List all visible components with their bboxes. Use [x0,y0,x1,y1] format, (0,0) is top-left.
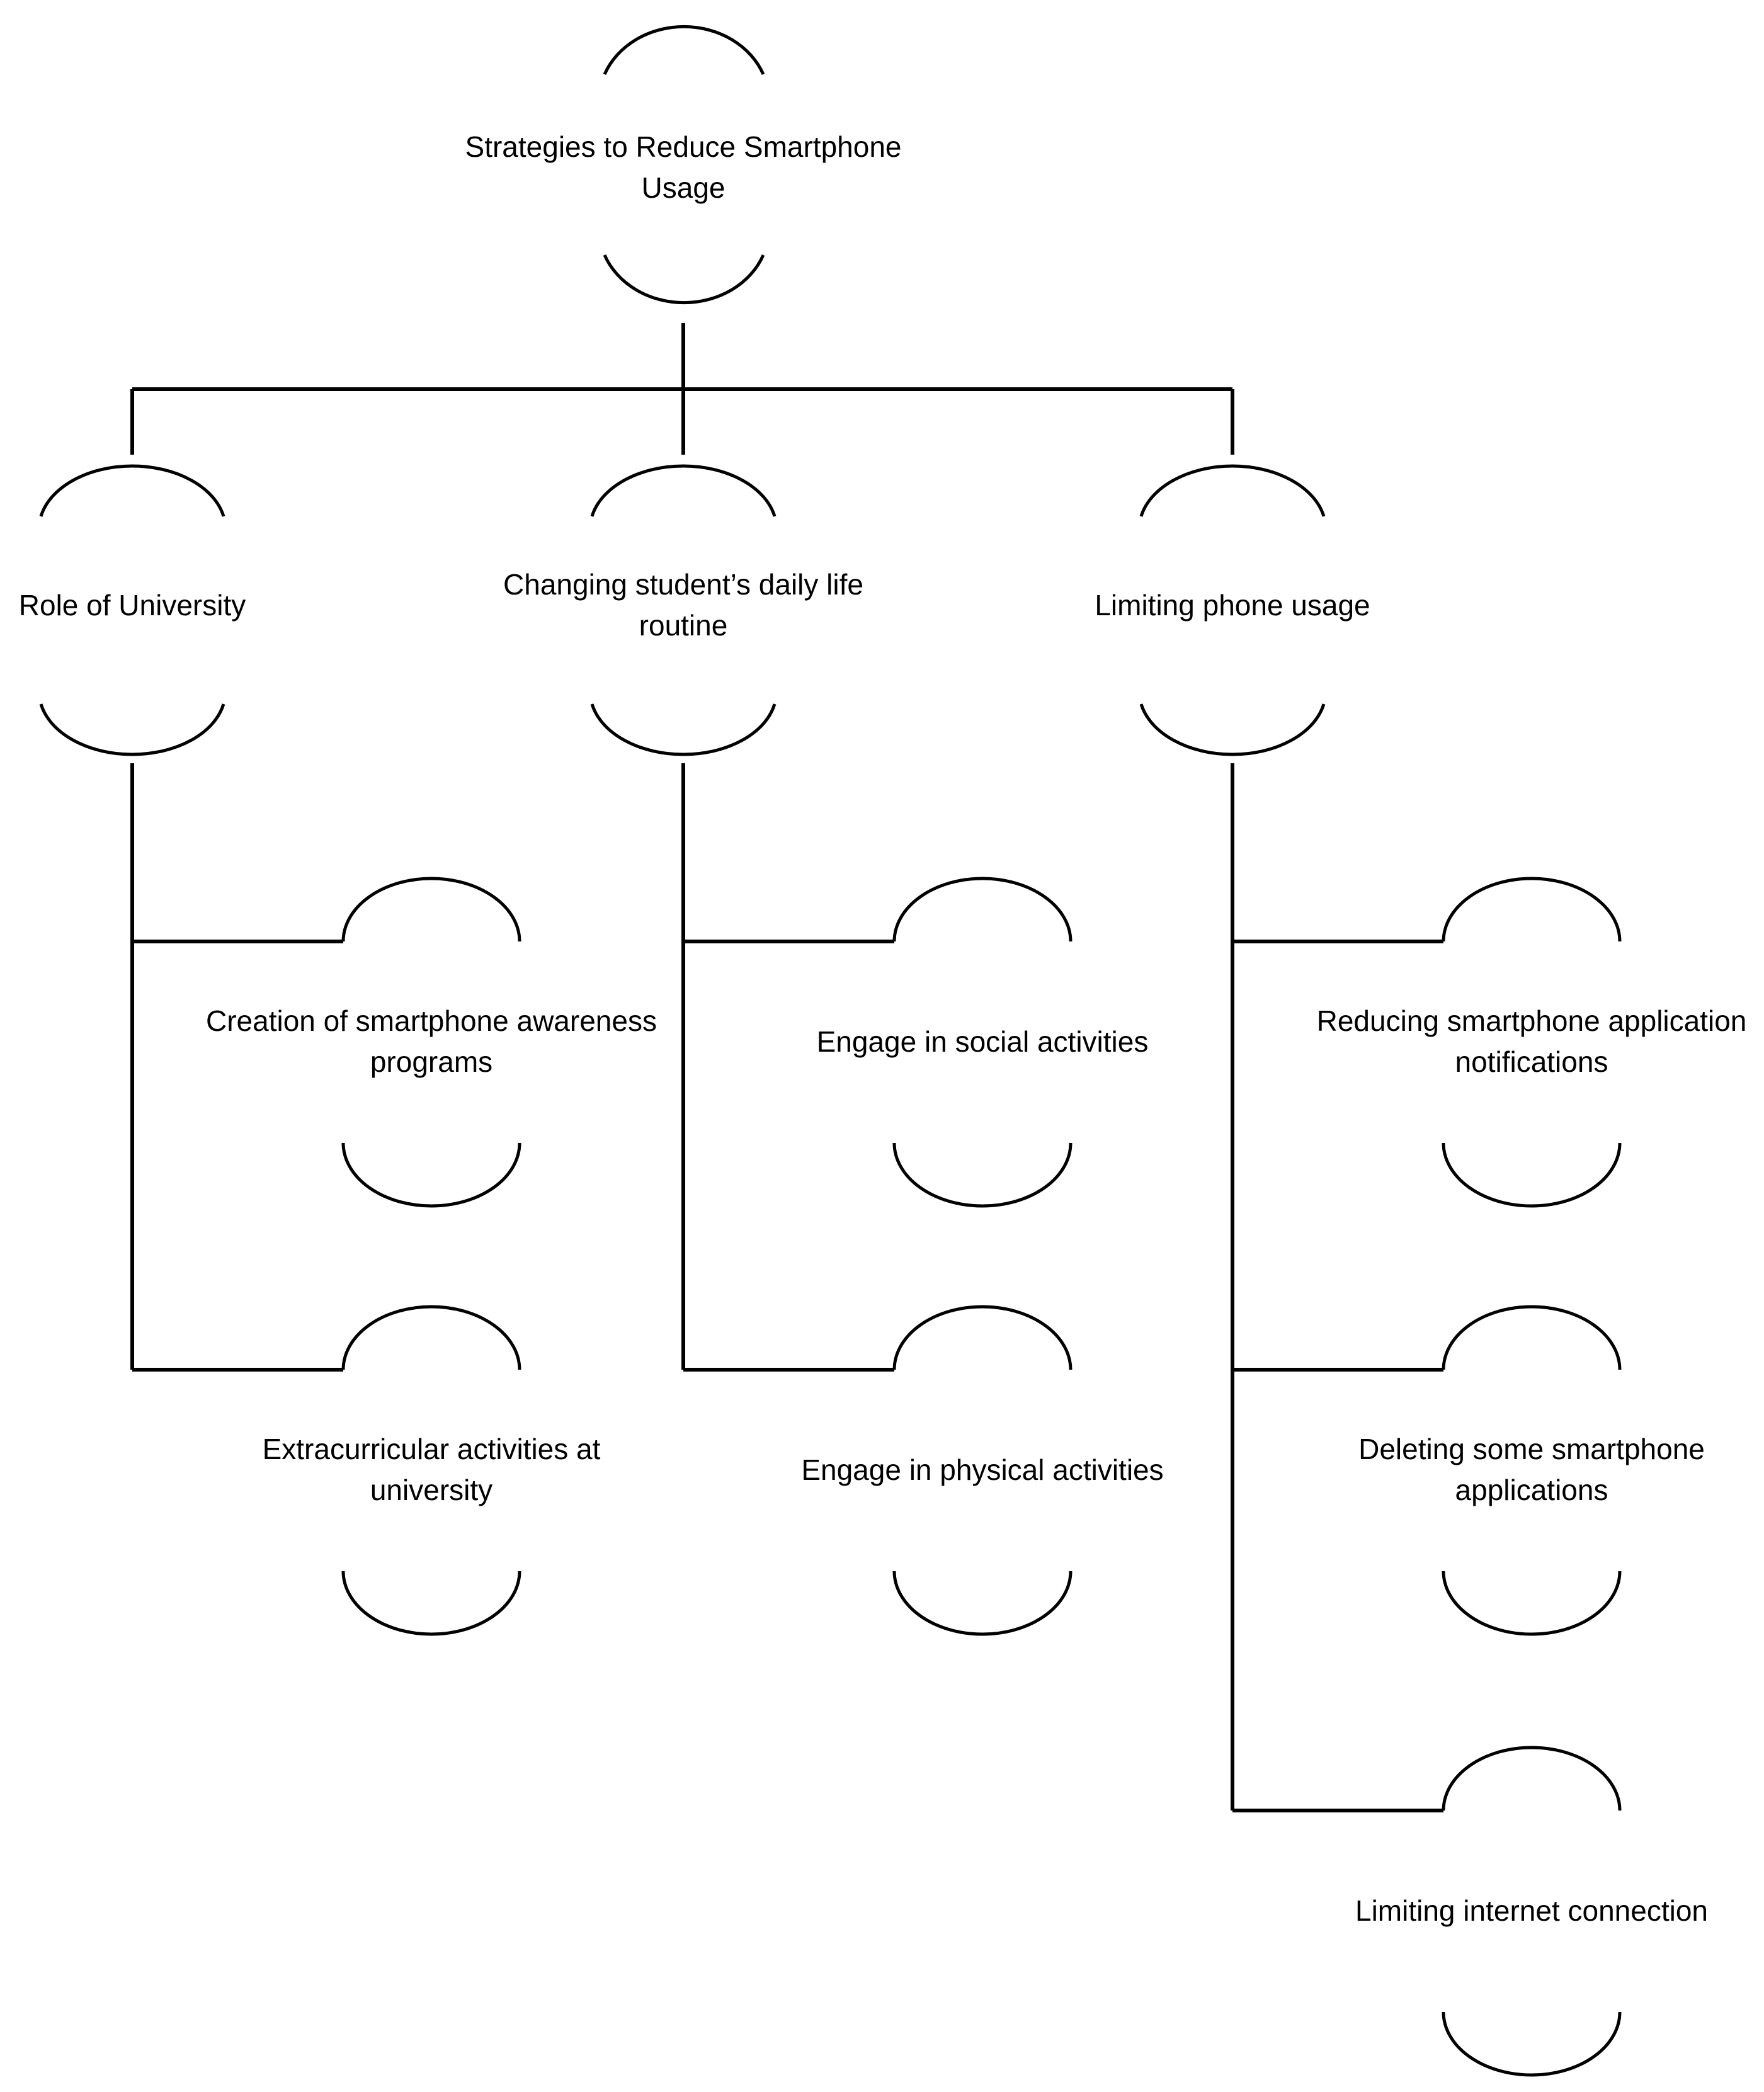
node-label-leaf1a-line2: programs [370,1045,492,1078]
node-label-branch1: Role of University [19,589,246,622]
node-root[interactable]: Strategies to Reduce Smartphone Usage [465,25,902,305]
node-label-leaf2b: Engage in physical activities [801,1453,1163,1486]
node-label-branch2-line2: routine [639,609,728,642]
leaf3b-top-arc [1442,1305,1622,1370]
branch3-bottom-arc [1139,703,1326,756]
branch3-top-arc [1139,464,1326,517]
leaf1a-top-arc [341,877,521,942]
node-branch3[interactable]: Limiting phone usage [1095,464,1370,756]
node-label-leaf3c: Limiting internet connection [1355,1894,1708,1927]
leaf2a-top-arc [892,877,1073,942]
node-leaf3a[interactable]: Reducing smartphone application notifica… [1317,877,1747,1208]
node-leaf2b[interactable]: Engage in physical activities [801,1305,1164,1636]
node-label-leaf1a-line1: Creation of smartphone awareness [206,1004,657,1037]
connector-group [130,323,1443,1812]
node-label-leaf3a-line1: Reducing smartphone application [1317,1004,1747,1037]
node-label-leaf3b-line2: applications [1455,1474,1608,1506]
node-label-root-line1: Strategies to Reduce Smartphone [465,130,902,163]
leaf3c-bottom-arc [1442,2011,1622,2077]
root-top-arc [603,25,765,76]
node-leaf3c[interactable]: Limiting internet connection [1355,1746,1708,2077]
node-label-leaf1b-line2: university [370,1474,492,1506]
node-leaf1a[interactable]: Creation of smartphone awareness program… [206,877,657,1208]
root-bottom-arc [603,254,765,305]
node-label-root-line2: Usage [642,171,726,204]
node-label-leaf3b-line1: Deleting some smartphone [1358,1433,1705,1465]
leaf2b-bottom-arc [892,1571,1073,1636]
leaf3a-bottom-arc [1442,1142,1622,1208]
node-leaf1b[interactable]: Extracurricular activities at university [263,1305,601,1636]
node-leaf2a[interactable]: Engage in social activities [817,877,1149,1208]
leaf1b-bottom-arc [341,1571,521,1636]
node-label-leaf3a-line2: notifications [1455,1045,1608,1078]
node-label-branch2-line1: Changing student’s daily life [503,568,863,601]
leaf1a-bottom-arc [341,1142,521,1208]
branch1-bottom-arc [39,703,225,756]
leaf3a-top-arc [1442,877,1622,942]
leaf1b-top-arc [341,1305,521,1370]
node-label-leaf1b-line1: Extracurricular activities at [263,1433,601,1465]
leaf3b-bottom-arc [1442,1571,1622,1636]
branch1-top-arc [39,464,225,517]
node-branch2[interactable]: Changing student’s daily life routine [503,464,863,756]
node-label-branch3: Limiting phone usage [1095,589,1370,622]
branch2-bottom-arc [590,703,777,756]
node-label-leaf2a: Engage in social activities [817,1025,1149,1058]
node-branch1[interactable]: Role of University [19,464,246,756]
leaf2a-bottom-arc [892,1142,1073,1208]
branch2-top-arc [590,464,777,517]
leaf3c-top-arc [1442,1746,1622,1811]
node-leaf3b[interactable]: Deleting some smartphone applications [1358,1305,1705,1636]
leaf2b-top-arc [892,1305,1073,1370]
